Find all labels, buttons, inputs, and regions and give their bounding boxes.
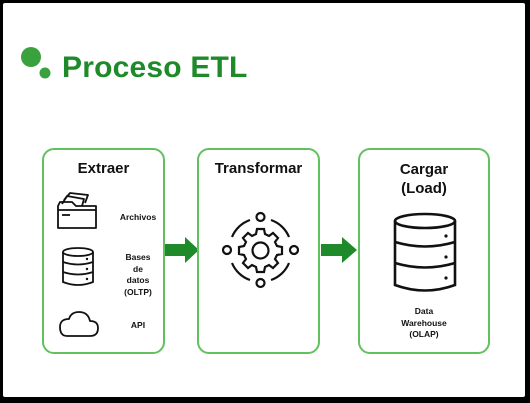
arrow-right-icon bbox=[165, 237, 199, 263]
api-label: API bbox=[130, 320, 146, 330]
archivos-label: Archivos bbox=[119, 212, 157, 222]
data-warehouse-database-icon bbox=[393, 212, 457, 292]
extract-stage: Extraer Archivos Bases de datos (OLTP) bbox=[42, 148, 165, 354]
transform-stage: Transformar bbox=[197, 148, 320, 354]
transform-title: Transformar bbox=[214, 160, 303, 177]
load-title: Cargar (Load) bbox=[399, 161, 449, 197]
gear-icon bbox=[222, 211, 299, 289]
logo-dots-icon bbox=[21, 47, 51, 79]
cloud-icon bbox=[59, 311, 99, 337]
data-warehouse-label: Data Warehouse (OLAP) bbox=[401, 306, 447, 339]
database-icon bbox=[62, 247, 94, 286]
load-stage: Cargar (Load) Data Warehouse (OLAP) bbox=[358, 148, 490, 354]
extract-title: Extraer bbox=[77, 160, 130, 177]
folder-icon bbox=[57, 192, 97, 229]
bases-de-datos-label: Bases de datos (OLTP) bbox=[124, 252, 152, 297]
page-title: Proceso ETL bbox=[62, 51, 248, 84]
arrow-right-icon bbox=[321, 237, 357, 263]
slide: Proceso ETL Extraer Archivos bbox=[3, 3, 525, 397]
